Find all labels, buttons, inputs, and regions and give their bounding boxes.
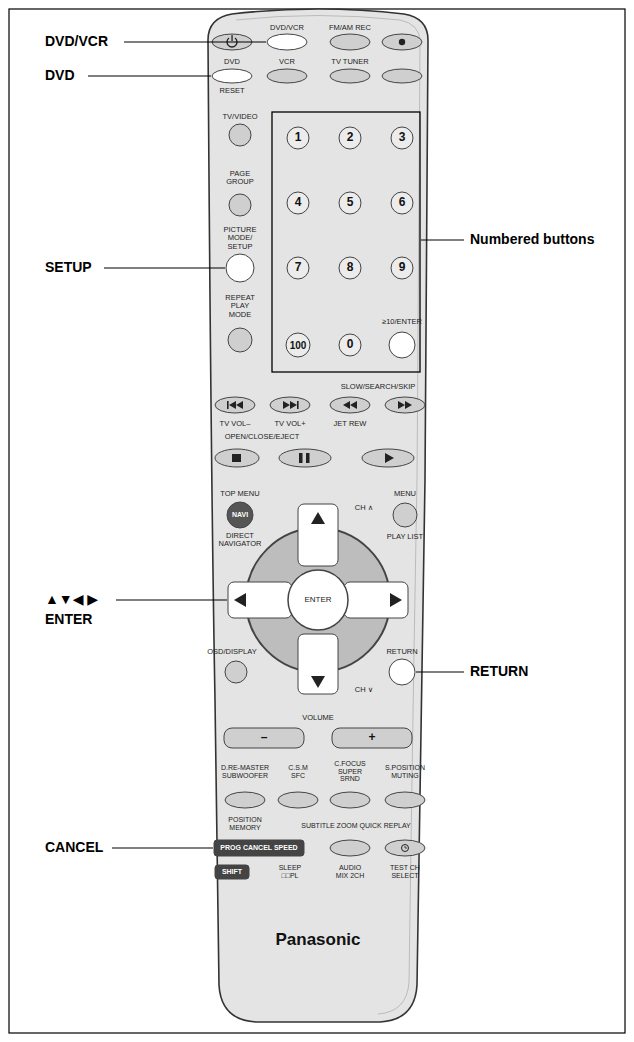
- numbered-bracket: [272, 112, 420, 372]
- button-symbols: [227, 35, 412, 852]
- button-label: VCR: [279, 58, 295, 66]
- key-number: 100: [290, 340, 307, 351]
- button-label: ≥10/ENTER: [382, 318, 422, 326]
- button-label: REPEAT PLAY MODE: [219, 294, 261, 319]
- button-label: AUDIO MIX 2CH: [332, 864, 368, 879]
- button-label: VOLUME: [302, 714, 334, 722]
- key-number: 9: [399, 261, 406, 274]
- button-label: MENU: [394, 490, 416, 498]
- button-label: TV VOL–: [220, 420, 251, 428]
- button-label: SLEEP □□PL: [275, 864, 305, 879]
- brand-logo: Panasonic: [275, 931, 360, 950]
- key-number: 6: [399, 196, 406, 209]
- key-number: 0: [347, 338, 354, 351]
- button-label: RESET: [219, 87, 244, 95]
- button-label: JET REW: [334, 420, 367, 428]
- key-number: 2: [347, 131, 354, 144]
- button-label: TOP MENU: [220, 490, 259, 498]
- button-label: NAVI: [232, 511, 248, 519]
- button-label: DVD/VCR: [270, 24, 304, 32]
- key-number: 4: [295, 196, 302, 209]
- button-label: TEST CH SELECT: [383, 864, 427, 879]
- key-number: 7: [295, 261, 302, 274]
- button-label: +: [368, 731, 375, 744]
- button-label: CH ∧: [355, 504, 373, 512]
- callout-label: RETURN: [470, 664, 528, 679]
- button-label: DVD: [224, 58, 240, 66]
- button-label: S.POSITION MUTING: [383, 764, 427, 779]
- button-label: SLOW/SEARCH/SKIP: [341, 383, 416, 391]
- remote-body: [208, 9, 428, 1022]
- button-label: OSD/DISPLAY: [207, 648, 256, 656]
- key-number: 3: [399, 131, 406, 144]
- button-label: FM/AM REC: [329, 24, 371, 32]
- callout-label: ▲▼◀ ▶: [45, 592, 98, 607]
- button-label: PROG CANCEL SPEED: [220, 844, 297, 852]
- button-label: TV TUNER: [331, 58, 368, 66]
- key-number: 5: [347, 196, 354, 209]
- callout-label: DVD/VCR: [45, 34, 108, 49]
- callout-label: ENTER: [45, 612, 92, 627]
- key-number: 1: [295, 131, 302, 144]
- button-label: RETURN: [386, 648, 417, 656]
- callout-label: DVD: [45, 68, 75, 83]
- button-label: D.RE-MASTER SUBWOOFER: [220, 764, 270, 779]
- key-number: 8: [347, 261, 354, 274]
- button-label: CH ∨: [355, 686, 373, 694]
- button-label: OPEN/CLOSE/EJECT: [225, 433, 300, 441]
- button-label: –: [261, 731, 268, 744]
- frame: [9, 9, 625, 1033]
- button-label: SHIFT: [222, 868, 242, 876]
- buttons: [212, 34, 425, 879]
- button-label: ENTER: [304, 596, 331, 605]
- callout-label: Numbered buttons: [470, 232, 594, 247]
- button-label: POSITION MEMORY: [224, 816, 266, 831]
- button-label: PAGE GROUP: [222, 170, 258, 187]
- button-label: SUBTITLE ZOOM QUICK REPLAY: [301, 822, 411, 830]
- button-label: C.FOCUS SUPER SRND: [328, 760, 372, 783]
- button-label: PLAY LIST: [387, 533, 423, 541]
- button-label: PICTURE MODE/ SETUP: [215, 226, 265, 251]
- body-highlight: [236, 16, 420, 1015]
- leader-lines: [88, 42, 464, 848]
- button-label: TV/VIDEO: [222, 113, 257, 121]
- button-label: TV VOL+: [274, 420, 305, 428]
- button-label: DIRECT NAVIGATOR: [218, 532, 262, 549]
- callout-label: SETUP: [45, 260, 92, 275]
- callout-label: CANCEL: [45, 840, 103, 855]
- button-label: C.S.M SFC: [284, 764, 312, 779]
